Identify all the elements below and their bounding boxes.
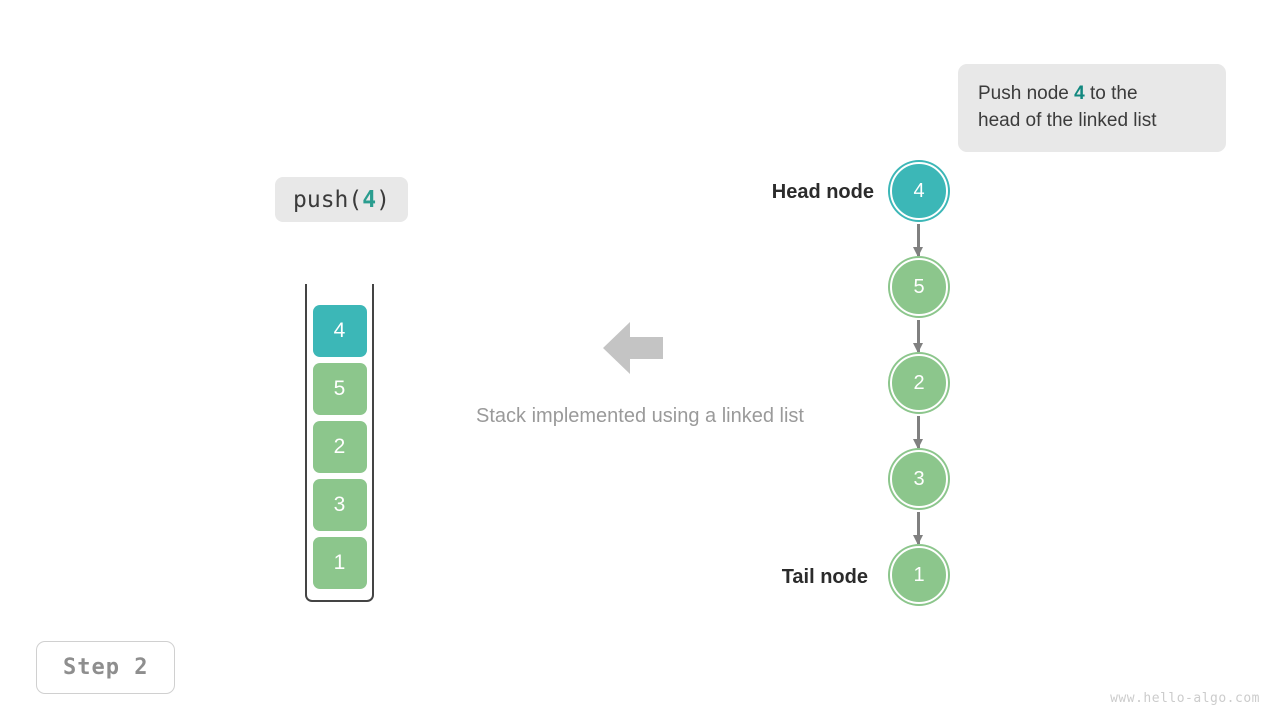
linked-list-node: 4 xyxy=(890,162,948,220)
stack-container: 4 5 2 3 1 xyxy=(305,284,374,602)
stack-cell: 5 xyxy=(312,363,367,415)
stack-cell: 1 xyxy=(312,537,367,589)
linked-list-connector-arrow xyxy=(913,224,925,257)
callout-text-before: Push node xyxy=(978,83,1075,104)
arrow-shaft xyxy=(917,320,920,352)
arrow-head xyxy=(913,343,923,353)
linked-list-connector-arrow xyxy=(913,320,925,353)
callout-text-line2: head of the linked list xyxy=(978,110,1157,131)
operation-value: 4 xyxy=(362,186,377,213)
arrow-shaft xyxy=(917,512,920,544)
arrow-head xyxy=(913,247,923,257)
step-badge: Step 2 xyxy=(36,641,176,694)
linked-list-node: 1 xyxy=(890,546,948,604)
linked-list-node: 2 xyxy=(890,354,948,412)
operation-prefix: push( xyxy=(293,186,363,213)
stack-cell: 2 xyxy=(312,421,367,473)
arrow-shaft xyxy=(917,416,920,448)
stack-cell: 4 xyxy=(312,305,367,357)
center-caption: Stack implemented using a linked list xyxy=(476,405,804,427)
tail-node-label: Tail node xyxy=(781,566,868,588)
linked-list-connector-arrow xyxy=(913,416,925,449)
operation-suffix: ) xyxy=(376,186,390,213)
operation-label: push(4) xyxy=(275,177,408,222)
head-node-label: Head node xyxy=(771,181,874,203)
linked-list-node: 5 xyxy=(890,258,948,316)
arrow-head xyxy=(913,535,923,545)
callout-text-after: to the xyxy=(1084,83,1138,104)
arrow-head xyxy=(913,439,923,449)
callout-highlight-value: 4 xyxy=(1074,83,1085,104)
left-arrow-icon xyxy=(603,320,663,376)
stack-cell: 3 xyxy=(312,479,367,531)
watermark: www.hello-algo.com xyxy=(1110,691,1260,706)
arrow-shaft xyxy=(917,224,920,256)
explanation-callout: Push node 4 to the head of the linked li… xyxy=(958,64,1226,152)
linked-list-connector-arrow xyxy=(913,512,925,545)
linked-list-node: 3 xyxy=(890,450,948,508)
linked-list: 4 5 2 3 1 xyxy=(880,160,960,610)
